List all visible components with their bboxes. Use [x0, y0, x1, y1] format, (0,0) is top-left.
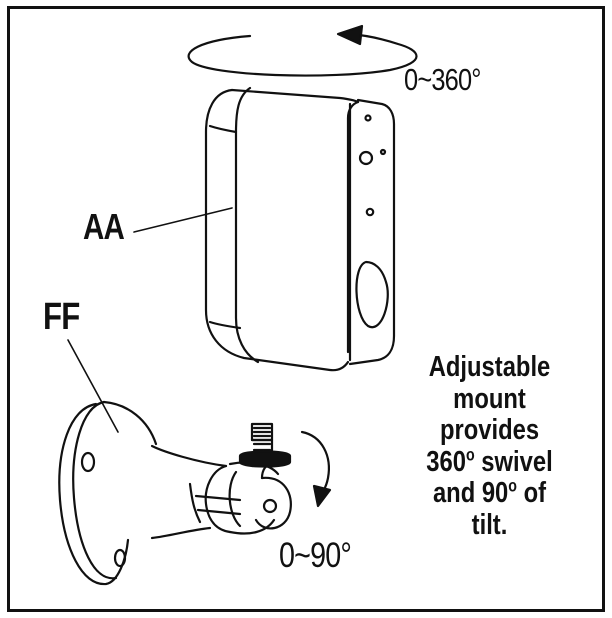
camera-leader-line [133, 207, 233, 233]
mount-leader-line [67, 339, 119, 433]
mount-caption: Adjustable mount provides 360o swivel an… [402, 351, 577, 541]
caption-line: tilt. [471, 508, 508, 541]
caption-line: mount [453, 382, 526, 415]
camera-body [204, 86, 396, 372]
rotation-range-label: 0~360° [404, 62, 481, 97]
wall-mount [58, 400, 292, 586]
caption-line: provides [439, 414, 540, 446]
camera-part-label: AA [83, 206, 125, 247]
caption-line: Adjustable [428, 351, 551, 383]
diagram-frame [7, 6, 605, 612]
tilt-arrow-icon [300, 430, 332, 508]
tilt-range-label: 0~90° [279, 536, 352, 575]
caption-line: 360o swivel [426, 444, 553, 478]
mount-part-label: FF [43, 296, 80, 338]
caption-line: and 90o of [432, 475, 547, 509]
rotation-arrow-icon [187, 24, 418, 77]
